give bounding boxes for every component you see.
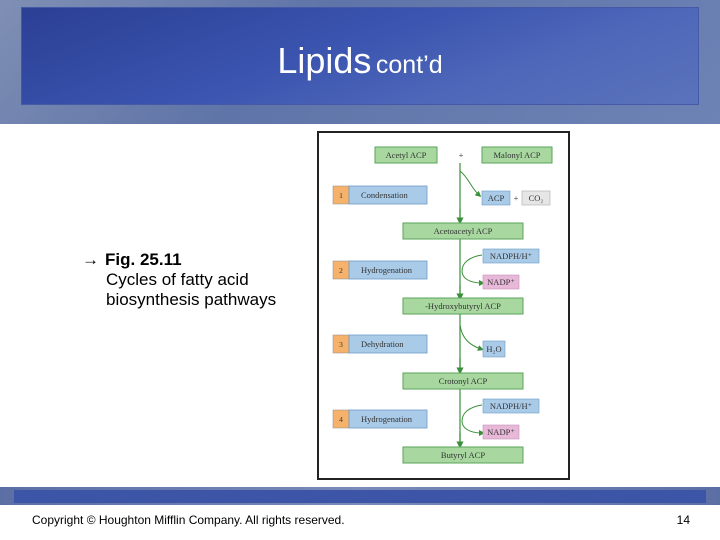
step-1-box: [348, 185, 428, 205]
acetoacetyl-acp-label: Acetoacetyl ACP: [434, 226, 493, 236]
byproduct-co2-box: [521, 190, 551, 206]
step-4-cofactor-out-box: [482, 424, 520, 440]
step-4-cofactor-in-box: [482, 398, 540, 414]
step-2-name: Hydrogenation: [361, 265, 413, 275]
step-2-side-curve: [461, 254, 485, 286]
byproduct-acp-label: ACP: [488, 193, 505, 203]
step-3-byproduct-box: [482, 340, 506, 358]
figure-caption: → Fig. 25.11 Cycles of fatty acid biosynt…: [82, 250, 276, 310]
crotonyl-acp-box: [402, 372, 524, 390]
byproduct-co2-label: CO₂: [529, 193, 544, 203]
step-4-name: Hydrogenation: [361, 414, 413, 424]
title-banner: [0, 0, 720, 124]
butyryl-acp-label: Butyryl ACP: [441, 450, 485, 460]
step-4-cofactor-out: NADP⁺: [487, 427, 515, 437]
copyright-text: Copyright © Houghton Mifflin Company. Al…: [32, 513, 345, 527]
step-4-side-curve: [461, 404, 485, 436]
step-4-number: 4: [339, 415, 343, 424]
step-3-name: Dehydration: [361, 339, 404, 349]
step-3-byproduct: H₂O: [486, 344, 501, 354]
title-banner-inner: [22, 8, 698, 104]
arrow-icon: →: [82, 250, 99, 269]
step-2-cofactor-in: NADPH/H⁺: [490, 251, 533, 261]
acetoacetyl-acp-box: [402, 222, 524, 240]
step-1-number: 1: [339, 191, 343, 200]
hydroxybutyryl-acp-box: [402, 297, 524, 315]
hydroxybutyryl-acp-label: -Hydroxybutyryl ACP: [425, 301, 501, 311]
step-2-box: [348, 260, 428, 280]
page-number: 14: [676, 513, 690, 527]
step-3-number: 3: [339, 340, 343, 349]
step-4-box: [348, 409, 428, 429]
caption-line-3: biosynthesis pathways: [106, 290, 277, 309]
malonyl-acp-box: [481, 146, 553, 164]
caption-line-2: Cycles of fatty acid: [106, 270, 249, 289]
step-3-side-curve: [459, 324, 484, 351]
figure-ref-text: Fig. 25.11: [105, 250, 182, 269]
butyryl-acp-box: [402, 446, 524, 464]
step-2-number: 2: [339, 266, 343, 275]
step-1-name: Condensation: [361, 190, 408, 200]
title-sub: cont’d: [375, 51, 443, 79]
step-2-cofactor-out: NADP⁺: [487, 277, 515, 287]
step-1-side-curve: [459, 170, 482, 197]
plus-sign: +: [459, 150, 464, 160]
step-2-cofactor-out-box: [482, 274, 520, 290]
title-main: Lipids: [277, 40, 372, 81]
step-4-cofactor-in: NADPH/H⁺: [490, 401, 533, 411]
malonyl-acp-label: Malonyl ACP: [494, 150, 541, 160]
crotonyl-acp-label: Crotonyl ACP: [439, 376, 488, 386]
byproduct-acp-box: [481, 190, 511, 206]
step-2-cofactor-in-box: [482, 248, 540, 264]
byproduct-plus: +: [514, 193, 519, 203]
acetyl-acp-box: [374, 146, 438, 164]
slide-title: Lipids cont’d: [0, 40, 720, 82]
caption-figure-ref: → Fig. 25.11: [82, 250, 276, 270]
fatty-acid-synthesis-figure: Acetyl ACP + Malonyl ACP 1 Condensation …: [317, 131, 570, 480]
step-3-box: [348, 334, 428, 354]
footer-band-inner: [14, 490, 706, 503]
pathway-diagram: Acetyl ACP + Malonyl ACP 1 Condensation …: [332, 146, 553, 464]
acetyl-acp-label: Acetyl ACP: [386, 150, 427, 160]
